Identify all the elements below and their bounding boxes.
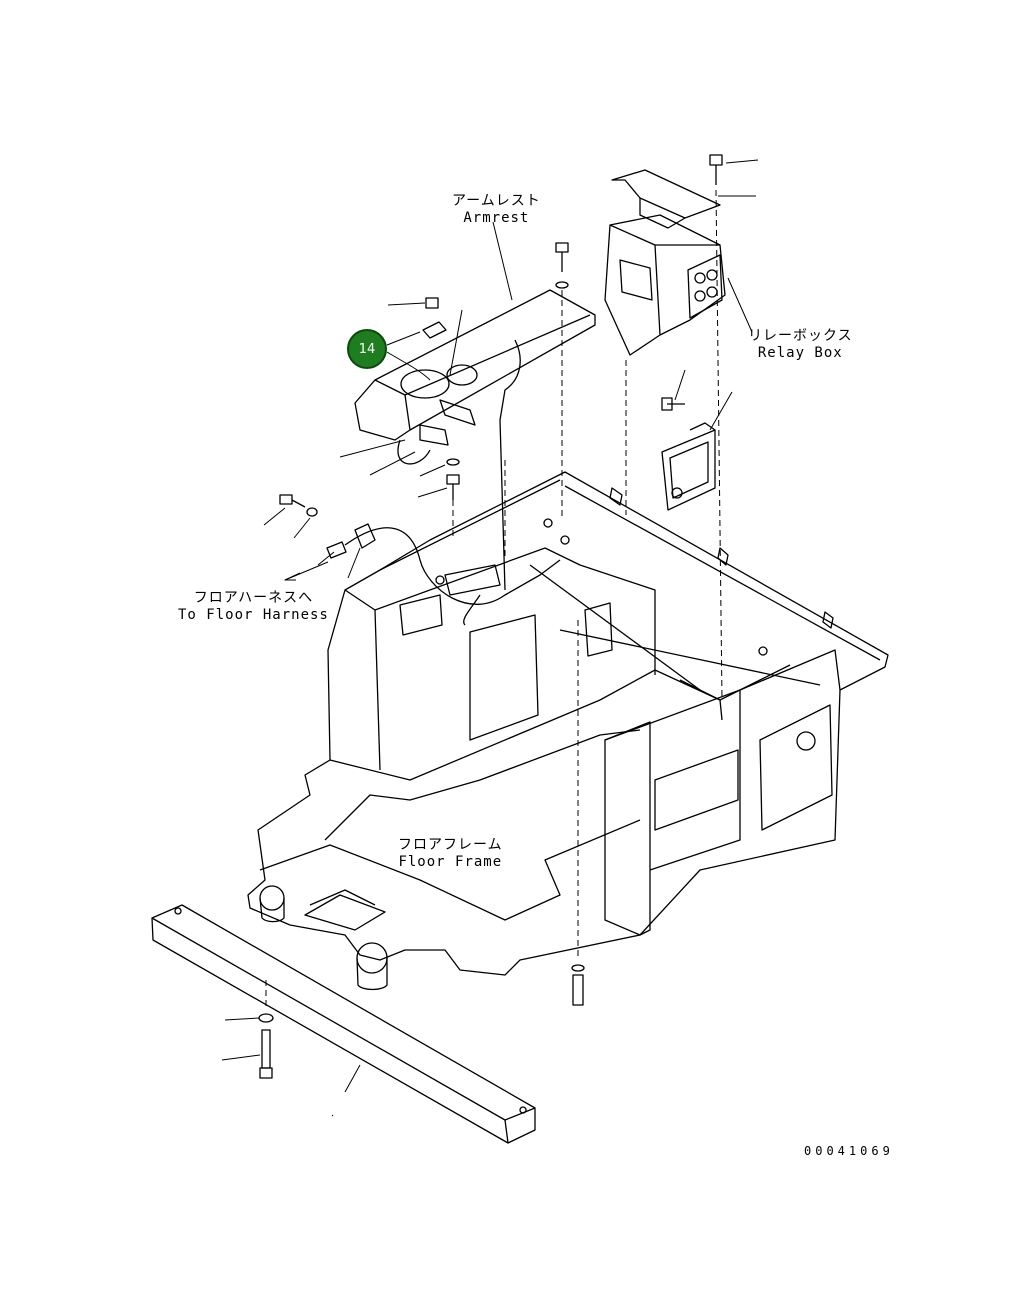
wire-harness	[344, 527, 701, 691]
relay-box-label-jp: リレーボックス	[748, 328, 853, 344]
cover-plate	[661, 422, 716, 511]
armrest-label-jp: アームレスト	[452, 193, 541, 209]
floor-frame-label-jp: フロアフレーム	[398, 837, 503, 853]
floor-harness-label-jp: フロアハーネスへ	[193, 590, 314, 606]
floor-frame-label: フロアフレーム Floor Frame	[398, 837, 503, 871]
drawing-number: 00041069	[804, 1144, 894, 1158]
part-callout-14[interactable]: 14	[347, 329, 387, 369]
armrest-label: アームレスト Armrest	[452, 193, 541, 227]
armrest	[354, 289, 596, 591]
floor-harness-label-en: To Floor Harness	[178, 607, 329, 623]
armrest-label-en: Armrest	[463, 210, 530, 226]
leader-lines	[221, 159, 759, 1117]
floor-harness-label: フロアハーネスへ To Floor Harness	[178, 590, 329, 624]
relay-box-label: リレーボックス Relay Box	[748, 328, 853, 362]
floor-frame	[247, 471, 889, 991]
assembly-lines	[265, 189, 723, 1010]
fasteners	[258, 154, 834, 1079]
floor-frame-label-en: Floor Frame	[398, 854, 503, 870]
cross-beam	[151, 904, 536, 1144]
relay-box-label-en: Relay Box	[757, 345, 843, 361]
relay-box	[604, 169, 726, 356]
